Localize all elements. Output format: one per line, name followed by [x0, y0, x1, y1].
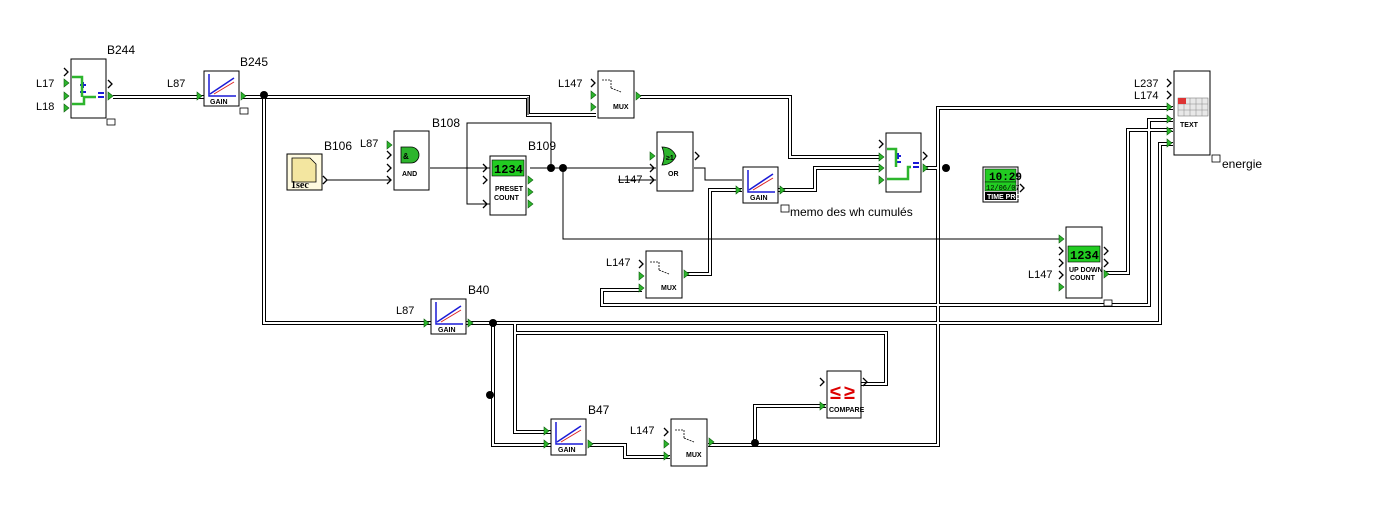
svg-text:MUX: MUX — [686, 452, 702, 459]
mail-icon — [1103, 299, 1113, 307]
or-in-label: L147 — [618, 174, 642, 186]
block-b245[interactable]: B245 L87 GAIN — [167, 55, 268, 115]
gain-icon — [747, 170, 775, 193]
svg-text:10:29: 10:29 — [989, 172, 1022, 184]
b244-in2-label: L18 — [36, 101, 54, 113]
block-mux-top[interactable]: L147 MUX — [558, 70, 642, 119]
svg-text:GAIN: GAIN — [750, 195, 768, 202]
mail-icon — [106, 118, 116, 126]
svg-text:GAIN: GAIN — [438, 327, 456, 334]
b109-label: B109 — [528, 139, 556, 153]
double-wires — [113, 95, 1173, 459]
note-icon — [780, 204, 790, 213]
gain-icon — [555, 422, 583, 445]
add-icon — [72, 75, 84, 97]
block-timeprog[interactable]: 10:29 12/06/07 TIME PROG — [982, 166, 1027, 203]
svg-text:GAIN: GAIN — [210, 99, 228, 106]
mux-mid-in-label: L147 — [606, 257, 630, 269]
mux-top-in-label: L147 — [558, 78, 582, 90]
svg-text:1sec: 1sec — [291, 180, 309, 191]
block-add-right[interactable] — [878, 132, 929, 193]
text-note: energie — [1222, 157, 1262, 171]
or-gate-icon — [661, 146, 677, 166]
switch-icon — [602, 79, 622, 93]
svg-text:≥: ≥ — [844, 382, 855, 404]
switch-icon — [675, 429, 695, 443]
junction-nodes — [260, 91, 950, 447]
b244-label: B244 — [107, 43, 135, 57]
b40-in-label: L87 — [396, 305, 414, 317]
block-compare[interactable]: ≤ ≥ COMPARE — [819, 370, 868, 419]
switch-icon — [650, 261, 670, 275]
block-mux-bot[interactable]: L147 MUX — [630, 418, 715, 467]
clock-icon — [291, 157, 317, 183]
svg-text:&: & — [403, 152, 409, 161]
lcd-display — [491, 159, 525, 177]
mail-icon — [239, 107, 249, 115]
gain-icon — [435, 302, 463, 325]
svg-text:COUNT: COUNT — [494, 195, 520, 202]
block-gain-mid[interactable]: GAIN memo des wh cumulés — [735, 166, 913, 219]
svg-text:COUNT: COUNT — [1070, 275, 1096, 282]
block-b40[interactable]: B40 L87 GAIN — [396, 283, 490, 335]
svg-text:AND: AND — [402, 171, 417, 178]
note-icon — [1211, 154, 1221, 163]
text-in2-label: L174 — [1134, 90, 1158, 102]
svg-text:12/06/07: 12/06/07 — [986, 185, 1020, 193]
block-b47[interactable]: B47 GAIN — [543, 403, 610, 456]
block-text[interactable]: L237 L174 TEXT energie — [1134, 70, 1262, 171]
compare-icon: ≤ — [830, 382, 841, 404]
lcd-display — [1067, 245, 1101, 263]
svg-text:1234: 1234 — [494, 163, 523, 177]
svg-text:OR: OR — [668, 171, 679, 178]
and-gate-icon — [400, 146, 420, 164]
b108-in-label: L87 — [360, 138, 378, 150]
svg-text:PRESET: PRESET — [495, 186, 524, 193]
gain-mid-note: memo des wh cumulés — [790, 205, 913, 219]
block-mux-mid[interactable]: L147 MUX — [606, 250, 690, 299]
svg-text:GAIN: GAIN — [558, 447, 576, 454]
svg-text:1234: 1234 — [1070, 249, 1099, 263]
b245-label: B245 — [240, 55, 268, 69]
b108-label: B108 — [432, 116, 460, 130]
b244-in1-label: L17 — [36, 78, 54, 90]
b47-label: B47 — [588, 403, 610, 417]
svg-text:TEXT: TEXT — [1180, 122, 1199, 129]
svg-text:TIME PROG: TIME PROG — [987, 194, 1027, 201]
updown-in-label: L147 — [1028, 269, 1052, 281]
svg-text:UP DOWN: UP DOWN — [1069, 267, 1103, 274]
b40-label: B40 — [468, 283, 490, 297]
svg-text:MUX: MUX — [613, 104, 629, 111]
block-updown[interactable]: L147 1234 UP DOWN COUNT — [1028, 226, 1113, 307]
svg-text:COMPARE: COMPARE — [829, 407, 865, 414]
block-b109[interactable]: B109 1234 PRESET COUNT — [482, 139, 556, 216]
gain-icon — [208, 74, 236, 97]
block-b244[interactable]: B244 L17 L18 — [36, 43, 135, 126]
b106-label: B106 — [324, 139, 352, 153]
text-in1-label: L237 — [1134, 78, 1158, 90]
b245-in-label: L87 — [167, 78, 185, 90]
mux-bot-in-label: L147 — [630, 425, 654, 437]
svg-text:MUX: MUX — [661, 285, 677, 292]
svg-text:≥1: ≥1 — [666, 155, 674, 162]
block-b106[interactable]: B106 1sec — [286, 139, 352, 191]
block-or[interactable]: L147 ≥1 OR — [618, 131, 700, 192]
block-b108[interactable]: B108 L87 & AND — [360, 116, 460, 191]
